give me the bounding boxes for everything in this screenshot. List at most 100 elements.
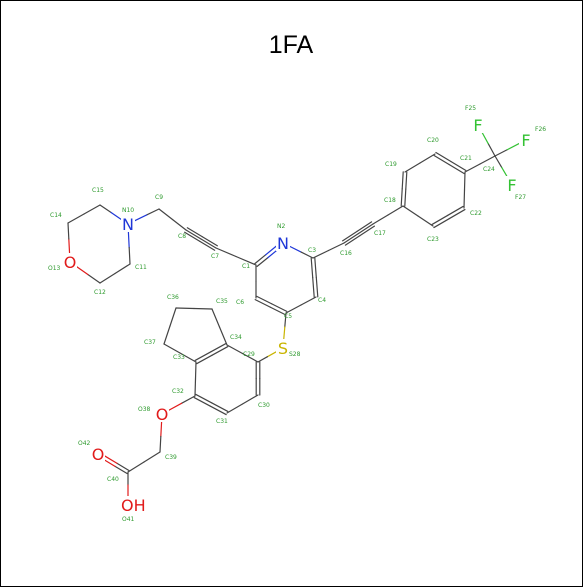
bond-c17-c18-half-a xyxy=(372,214,389,225)
atom-index-c15: C15 xyxy=(92,187,104,194)
bond-c8-c9-half-a xyxy=(171,218,187,231)
bond-n2-c3-half-b xyxy=(300,251,314,259)
bond-c8-c9-half-b xyxy=(158,208,174,221)
bond-c4-c5-half-a xyxy=(300,296,317,306)
atom-index-f25: F25 xyxy=(465,105,476,112)
atom-index-c24: C24 xyxy=(483,166,495,173)
bond-c31-c32-l2-half-a xyxy=(209,405,227,416)
bond-c22-c23-l1-half-a xyxy=(446,205,464,217)
bond-c35-c36-half-a xyxy=(193,307,213,310)
atom-index-c32: C32 xyxy=(172,388,184,395)
bond-c5-s28-half-a xyxy=(284,312,287,328)
bond-c32-c33-half-a xyxy=(194,378,197,397)
atom-symbol-f27: F xyxy=(507,176,516,195)
bond-c16-c17-l3-half-a xyxy=(341,230,358,242)
atom-layer: C1NN2C3C4C5C6C7C8C9NN10C11C12OO13C14C15C… xyxy=(48,105,546,523)
atom-bg-f27 xyxy=(505,176,519,193)
bond-c22-c23-l1-half-b xyxy=(431,214,449,226)
bond-c20-c21-l1-half-a xyxy=(433,154,450,166)
bond-c21-c22-half-a xyxy=(463,171,466,191)
bond-c7-c8-l1-half-b xyxy=(185,229,202,240)
atom-symbol-n10: N xyxy=(122,215,134,234)
bond-c31-c32-l1-half-a xyxy=(211,402,229,413)
bond-c36-c37-half-a xyxy=(169,307,177,327)
bond-c19-c20-half-a xyxy=(404,162,421,173)
atom-index-c23: C23 xyxy=(427,236,439,243)
bond-c4-c5-half-b xyxy=(285,304,302,314)
atom-bg-o13 xyxy=(63,253,77,270)
bond-c33-c34-l2-half-b xyxy=(210,342,227,353)
bond-c23-c18-half-b xyxy=(402,205,419,217)
bond-c16-c17-l1-half-b xyxy=(357,223,374,235)
bond-o38-c39-half-b xyxy=(159,435,162,453)
atom-symbol-f25: F xyxy=(473,116,482,135)
atom-bg-f25 xyxy=(471,116,485,133)
bond-c20-c21-l1-half-b xyxy=(448,163,465,175)
bond-c5-c6-l2-half-a xyxy=(269,306,286,316)
atom-index-c29: C29 xyxy=(243,351,255,358)
bond-c34-c29-half-b xyxy=(241,352,259,363)
bond-c34-c35-half-b xyxy=(211,308,221,328)
bond-o38-c39-half-a xyxy=(160,420,163,438)
atom-index-c1: C1 xyxy=(242,263,250,270)
atom-index-c39: C39 xyxy=(165,454,177,461)
atom-bg-o41 xyxy=(121,496,145,513)
bond-c21-c22-half-b xyxy=(463,189,466,209)
bond-c12-o13-half-b xyxy=(75,265,89,276)
bond-c37-c33-half-a xyxy=(163,343,181,354)
atom-index-c21: C21 xyxy=(460,155,472,162)
bond-c19-c20-half-b xyxy=(419,153,436,164)
bond-n10-c11-half-b xyxy=(128,246,131,265)
atom-index-c14: C14 xyxy=(50,212,62,219)
atom-index-c37: C37 xyxy=(144,339,156,346)
bond-c31-c32-l2-half-b xyxy=(193,396,211,407)
bond-c3-c4-l1-half-a xyxy=(310,257,314,279)
bond-c11-c12-half-a xyxy=(114,263,131,275)
bond-c30-c31-half-a xyxy=(241,394,259,405)
atom-index-f26: F26 xyxy=(535,126,546,133)
bond-c15-n10-half-a xyxy=(99,204,112,214)
bond-c33-c34-l2-half-a xyxy=(194,351,212,362)
bond-c7-c8-l1-half-a xyxy=(200,238,217,249)
atom-index-c36: C36 xyxy=(167,294,179,301)
atom-index-o41: O41 xyxy=(122,516,135,523)
bond-o13-c14-half-b xyxy=(67,222,70,240)
bond-c7-c8-l3-half-b xyxy=(184,231,201,242)
atom-symbol-f26: F xyxy=(521,131,530,150)
atom-index-c9: C9 xyxy=(155,194,163,201)
bond-c24-f25-half-a xyxy=(487,142,496,157)
atom-index-n2: N2 xyxy=(277,223,285,230)
bond-c39-c40-half-a xyxy=(143,451,161,463)
bond-c22-c23-l2-half-a xyxy=(448,208,466,220)
bond-s28-c29-half-a xyxy=(266,350,278,358)
bond-layer xyxy=(67,130,521,499)
atom-index-c40: C40 xyxy=(107,476,119,483)
atom-symbol-o38: O xyxy=(156,405,169,424)
atom-index-c20: C20 xyxy=(427,137,439,144)
bond-c40-o42-l2-half-b xyxy=(102,458,116,467)
bond-c20-c21-l2-half-b xyxy=(450,160,467,172)
bond-c34-c35-half-a xyxy=(218,326,228,346)
bond-c16-c17-l2-half-a xyxy=(344,235,361,246)
atom-index-c8: C8 xyxy=(178,233,186,240)
bond-c12-o13-half-a xyxy=(87,273,101,284)
bond-c34-c29-half-a xyxy=(226,344,244,355)
bond-c3-c4-l1-half-b xyxy=(312,277,315,298)
bond-c16-c17-l1-half-a xyxy=(343,232,360,244)
bond-c1-c7-half-a xyxy=(235,255,257,266)
bond-c3-c16-half-b xyxy=(327,242,345,252)
bond-c36-c37-half-b xyxy=(163,325,171,345)
bond-c23-c18-half-a xyxy=(417,215,434,227)
atom-index-c6: C6 xyxy=(236,299,244,306)
atom-symbol-o41: OH xyxy=(121,496,146,515)
bond-c32-o38-half-a xyxy=(180,395,196,404)
bond-c15-n10-half-b xyxy=(110,211,123,221)
bond-c21-c24-half-b xyxy=(479,155,496,165)
atom-bg-s28 xyxy=(276,339,290,356)
atom-symbol-n2: N xyxy=(277,234,289,253)
bond-c7-c8-l2-half-b xyxy=(186,227,203,238)
bond-c20-c21-l2-half-a xyxy=(435,151,452,163)
bond-c24-f26-half-b xyxy=(506,142,521,151)
atom-index-c33: C33 xyxy=(173,354,185,361)
